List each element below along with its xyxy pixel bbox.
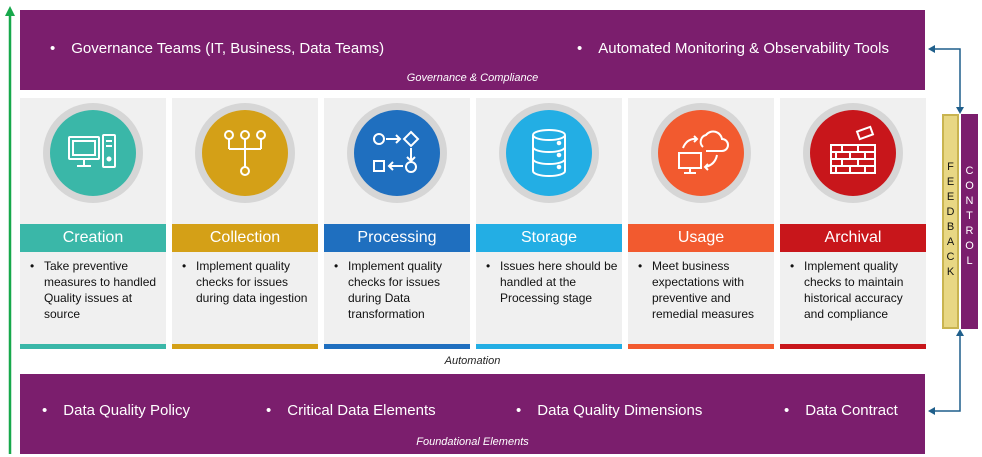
feedback-box: F E E D B A C K bbox=[942, 114, 959, 329]
stage-description: Take preventive measures to handled Qual… bbox=[44, 259, 157, 321]
feedback-letter: E bbox=[946, 176, 955, 188]
feedback-letter: A bbox=[946, 236, 955, 248]
stage-archival: Archival •Implement quality checks to ma… bbox=[780, 98, 926, 349]
stage-title: Processing bbox=[324, 224, 470, 252]
stage-description: Implement quality checks for issues duri… bbox=[196, 259, 308, 305]
stage-title: Collection bbox=[172, 224, 318, 252]
stage-title: Storage bbox=[476, 224, 622, 252]
control-letter: L bbox=[966, 255, 973, 267]
stage-bar bbox=[476, 344, 622, 349]
foundation-caption: Foundational Elements bbox=[416, 436, 529, 448]
stage-storage: Storage •Issues here should be handled a… bbox=[476, 98, 622, 349]
stage-title: Creation bbox=[20, 224, 166, 252]
governance-band: Governance Teams (IT, Business, Data Tea… bbox=[20, 10, 925, 90]
control-letter: O bbox=[965, 180, 974, 192]
control-box: C O N T R O L bbox=[961, 114, 978, 329]
stage-title: Archival bbox=[780, 224, 926, 252]
stage-description: Implement quality checks to maintain his… bbox=[804, 259, 904, 321]
stage-title: Usage bbox=[628, 224, 774, 252]
stage-description: Meet business expectations with preventi… bbox=[652, 259, 755, 321]
foundation-bullet: Data Quality Policy bbox=[42, 402, 190, 419]
cloud-sync-icon bbox=[678, 130, 729, 174]
stage-description: Implement quality checks for issues duri… bbox=[348, 259, 443, 321]
brick-wall-icon bbox=[830, 125, 876, 174]
governance-bullet: Governance Teams (IT, Business, Data Tea… bbox=[50, 40, 384, 57]
stage-collection: Collection •Implement quality checks for… bbox=[172, 98, 318, 349]
stage-bar bbox=[780, 344, 926, 349]
feedback-letter: D bbox=[946, 206, 955, 218]
feedback-letter: F bbox=[947, 161, 954, 173]
feedback-connectors bbox=[928, 45, 964, 415]
control-letter: O bbox=[965, 240, 974, 252]
control-letter: C bbox=[965, 165, 974, 177]
stage-bar bbox=[172, 344, 318, 349]
feedback-letter: K bbox=[946, 266, 955, 278]
automation-label: Automation bbox=[444, 355, 501, 367]
database-icon bbox=[532, 129, 566, 177]
foundation-band: Data Quality Policy Critical Data Elemen… bbox=[20, 374, 925, 454]
governance-caption: Governance & Compliance bbox=[406, 72, 539, 84]
hierarchy-icon bbox=[224, 130, 266, 176]
control-letter: R bbox=[965, 225, 974, 237]
foundation-bullet: Data Quality Dimensions bbox=[516, 402, 702, 419]
stage-bar bbox=[324, 344, 470, 349]
stage-description: Issues here should be handled at the Pro… bbox=[500, 259, 618, 305]
computer-icon bbox=[68, 134, 116, 168]
process-flow-icon bbox=[373, 130, 420, 173]
stage-creation: Creation •Take preventive measures to ha… bbox=[20, 98, 166, 349]
control-letter: T bbox=[966, 210, 973, 222]
stage-processing: Processing •Implement quality checks for… bbox=[324, 98, 470, 349]
stage-bar bbox=[20, 344, 166, 349]
governance-bullet: Automated Monitoring & Observability Too… bbox=[577, 40, 889, 57]
feedback-letter: E bbox=[946, 191, 955, 203]
foundation-bullet: Data Contract bbox=[784, 402, 898, 419]
control-letter: N bbox=[965, 195, 974, 207]
stage-usage: Usage •Meet business expectations with p… bbox=[628, 98, 774, 349]
foundation-bullet: Critical Data Elements bbox=[266, 402, 435, 419]
feedback-letter: B bbox=[946, 221, 955, 233]
feedback-letter: C bbox=[946, 251, 955, 263]
stage-bar bbox=[628, 344, 774, 349]
upward-arrow bbox=[5, 6, 15, 454]
